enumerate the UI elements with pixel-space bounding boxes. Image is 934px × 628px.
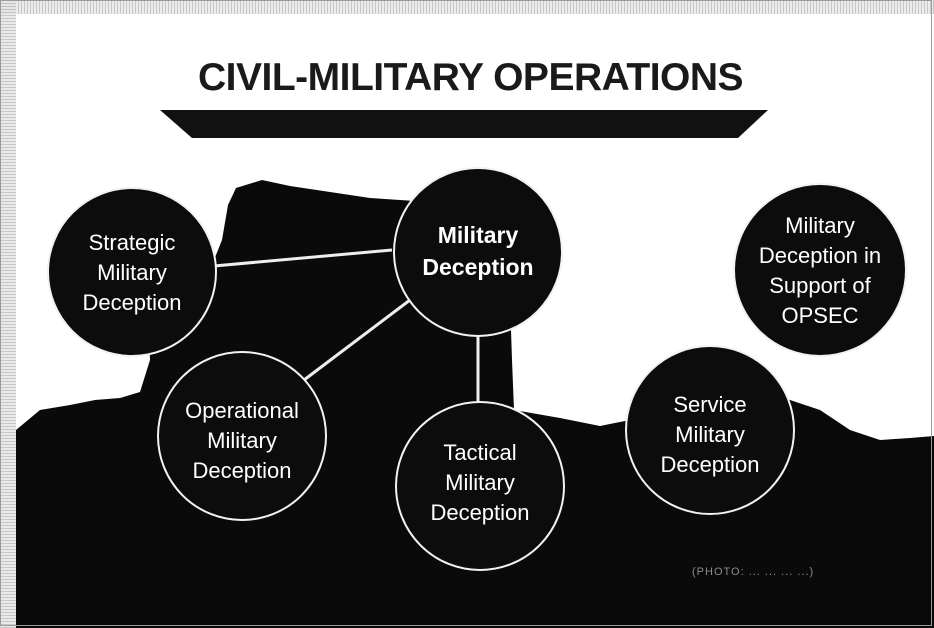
- node-service-line2: Military: [675, 422, 745, 447]
- node-center-line2: Deception: [422, 254, 533, 280]
- node-operational-line3: Deception: [192, 458, 291, 483]
- title-banner: [160, 110, 768, 138]
- node-strategic-line2: Military: [97, 260, 167, 285]
- node-strategic: Strategic Military Deception: [47, 187, 217, 357]
- node-service: Service Military Deception: [625, 345, 795, 515]
- node-center: Military Deception: [393, 167, 563, 337]
- node-service-line1: Service: [673, 392, 746, 417]
- node-opsec-line4: OPSEC: [781, 303, 858, 328]
- node-operational: Operational Military Deception: [157, 351, 327, 521]
- photo-credit: (PHOTO: ... ... ... ...): [692, 566, 815, 578]
- node-center-line1: Military: [438, 222, 519, 248]
- node-tactical: Tactical Military Deception: [395, 401, 565, 571]
- node-opsec-line3: Support of: [769, 273, 871, 298]
- node-strategic-line3: Deception: [82, 290, 181, 315]
- node-tactical-line2: Military: [445, 470, 515, 495]
- connector-operational: [303, 298, 411, 382]
- node-tactical-line1: Tactical: [443, 440, 516, 465]
- node-tactical-line3: Deception: [430, 500, 529, 525]
- connector-strategic: [213, 248, 393, 268]
- node-operational-line2: Military: [207, 428, 277, 453]
- node-opsec-line1: Military: [785, 213, 855, 238]
- scan-noise-top: [0, 0, 934, 14]
- scan-noise-left: [0, 0, 16, 628]
- node-opsec: Military Deception in Support of OPSEC: [733, 183, 907, 357]
- page-title: CIVIL-MILITARY OPERATIONS: [198, 56, 744, 99]
- node-opsec-line2: Deception in: [759, 243, 881, 268]
- node-strategic-line1: Strategic: [89, 230, 176, 255]
- node-operational-line1: Operational: [185, 398, 299, 423]
- node-service-line3: Deception: [660, 452, 759, 477]
